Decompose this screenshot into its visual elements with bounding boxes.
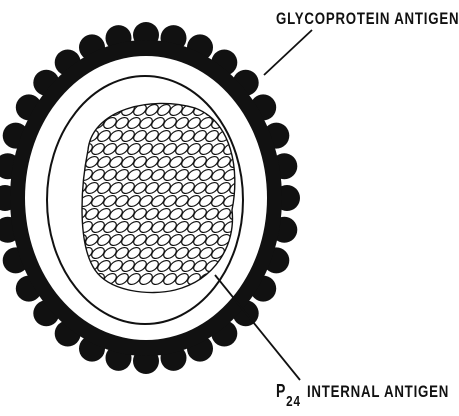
glycoprotein-antigen-label: GLYCOPROTEIN ANTIGEN (276, 9, 459, 29)
p24-letter: P (276, 381, 286, 401)
p24-internal-antigen-label: P24INTERNAL ANTIGEN (276, 381, 449, 402)
glycoprotein-leader-line (264, 30, 312, 75)
p24-subscript: 24 (286, 393, 301, 410)
envelope-inner-space (25, 56, 267, 340)
p24-text: INTERNAL ANTIGEN (307, 382, 449, 401)
